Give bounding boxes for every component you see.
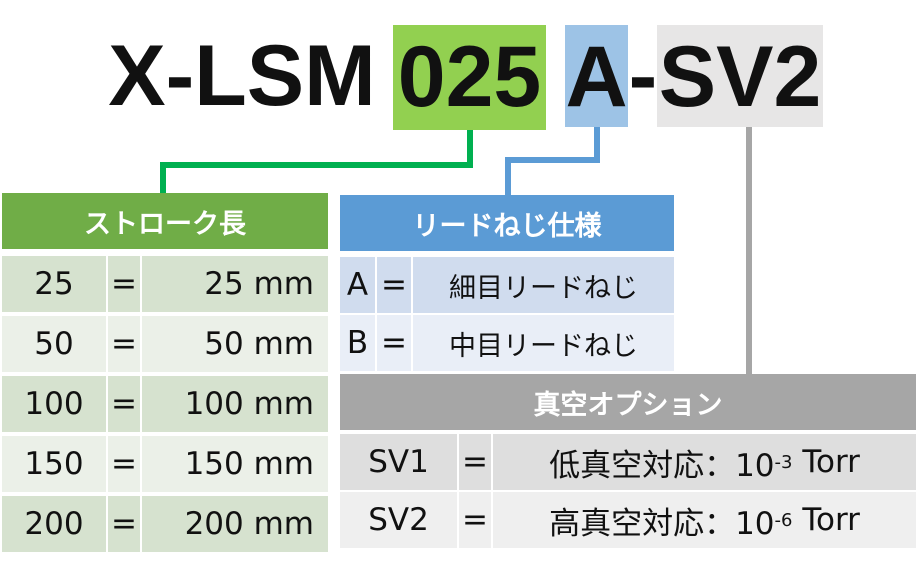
option-value-text: 高真空対応：10 (549, 505, 775, 542)
equals-cell: = (108, 256, 140, 312)
option-code-cell: SV2 (340, 492, 457, 548)
stroke-value-cell: 100 mm (142, 376, 328, 432)
equals-cell: = (459, 492, 491, 548)
stroke-code-cell: 100 (2, 376, 106, 432)
stroke-connector (160, 162, 473, 168)
equals-cell: = (108, 496, 140, 552)
equals-cell: = (377, 315, 411, 371)
stroke-code-cell: 200 (2, 496, 106, 552)
model-prefix: X-LSM (108, 28, 376, 124)
option-value-cell: 高真空対応：10-6 Torr (493, 492, 916, 548)
stroke-connector (467, 130, 473, 168)
lead-connector (505, 157, 511, 195)
stroke-value-cell: 200 mm (142, 496, 328, 552)
stroke-table-header: ストローク長 (2, 193, 328, 249)
lead-code-box: A (565, 25, 628, 127)
option-code-box: SV2 (657, 25, 823, 127)
option-value-cell: 低真空対応：10-3 Torr (493, 434, 916, 490)
equals-cell: = (377, 257, 411, 313)
stroke-code-cell: 150 (2, 436, 106, 492)
equals-cell: = (459, 434, 491, 490)
stroke-value-cell: 25 mm (142, 256, 328, 312)
lead-connector (505, 157, 600, 163)
exponent: -3 (774, 451, 793, 473)
stroke-code-cell: 50 (2, 316, 106, 372)
option-code-cell: SV1 (340, 434, 457, 490)
lead-value-cell: 細目リードねじ (413, 257, 674, 313)
lead-table-header: リードねじ仕様 (340, 195, 674, 251)
stroke-value-cell: 150 mm (142, 436, 328, 492)
equals-cell: = (108, 316, 140, 372)
equals-cell: = (108, 376, 140, 432)
stroke-value-cell: 50 mm (142, 316, 328, 372)
equals-cell: = (108, 436, 140, 492)
lead-code-cell: B (340, 315, 375, 371)
option-table-header: 真空オプション (340, 374, 916, 430)
exponent: -6 (774, 509, 793, 531)
unit: Torr (792, 444, 860, 480)
lead-value-cell: 中目リードねじ (413, 315, 674, 371)
unit: Torr (792, 502, 860, 538)
option-connector (746, 127, 752, 375)
stroke-connector (160, 162, 166, 194)
separator: - (628, 28, 658, 124)
stroke-code-box: 025 (393, 25, 546, 130)
option-value-text: 低真空対応：10 (549, 447, 775, 484)
stroke-code-cell: 25 (2, 256, 106, 312)
lead-code-cell: A (340, 257, 375, 313)
lead-connector (594, 127, 600, 163)
